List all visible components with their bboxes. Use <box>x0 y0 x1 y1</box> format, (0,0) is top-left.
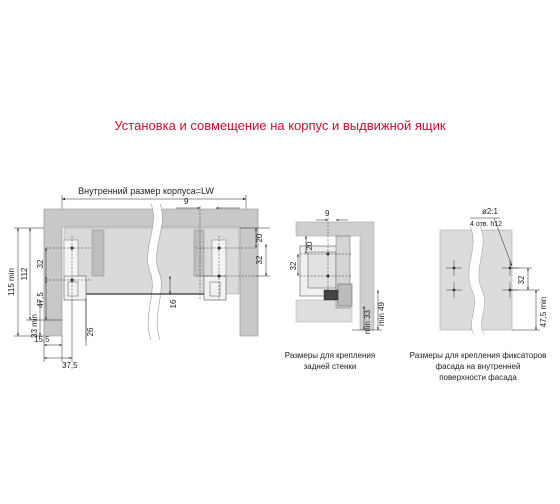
dim-33-min: 33 min <box>30 314 39 338</box>
dim-16: 16 <box>169 299 178 308</box>
page-title: Установка и совмещение на корпус и выдви… <box>114 118 446 133</box>
rear-dim-20: 20 <box>305 241 314 250</box>
front-caption-line-2: фасада на внутренней <box>436 362 521 371</box>
dim-15-5: 15,5 <box>34 335 50 344</box>
right-runner <box>203 275 227 301</box>
dim-115: 115 min <box>7 268 16 296</box>
hole-diameter: ø2:1 <box>482 207 499 216</box>
dim-26: 26 <box>86 327 95 336</box>
dim-32-right: 32 <box>255 255 264 264</box>
main-view: Внутренний размер корпуса=LW <box>7 186 270 370</box>
rear-view: 9 20 32 min 33 min 49 Размеры для крепле… <box>285 209 386 371</box>
left-runner <box>63 275 87 301</box>
rear-dim-32: 32 <box>289 261 298 270</box>
dim-112: 112 <box>20 267 29 280</box>
rear-dim-min-33: min 33 <box>363 309 372 334</box>
dim-37-5: 37,5 <box>62 361 78 370</box>
width-label: Внутренний размер корпуса=LW <box>78 186 214 196</box>
cabinet-frame <box>43 208 259 337</box>
dim-47-5-left: 47,5 <box>36 292 45 308</box>
rear-caption-line-1: Размеры для крепления <box>285 351 375 360</box>
dim-9-top: 9 <box>184 197 189 206</box>
front-view: ø2:1 4 отв. h12 32 47,5 min Размеры для … <box>410 207 548 382</box>
front-caption-line-1: Размеры для крепления фиксаторов <box>410 351 547 360</box>
front-dim-32: 32 <box>517 275 526 284</box>
hole-count: 4 отв. h12 <box>470 221 502 228</box>
front-caption-line-3: поверхности фасада <box>439 373 517 382</box>
dim-20-right: 20 <box>255 233 264 242</box>
rear-caption-line-2: задней стенки <box>304 362 357 371</box>
rear-dim-9: 9 <box>325 209 330 218</box>
rear-dim-min-49: min 49 <box>377 301 386 326</box>
front-dim-47-5: 47,5 min <box>539 297 548 328</box>
dim-32-left: 32 <box>36 259 45 268</box>
